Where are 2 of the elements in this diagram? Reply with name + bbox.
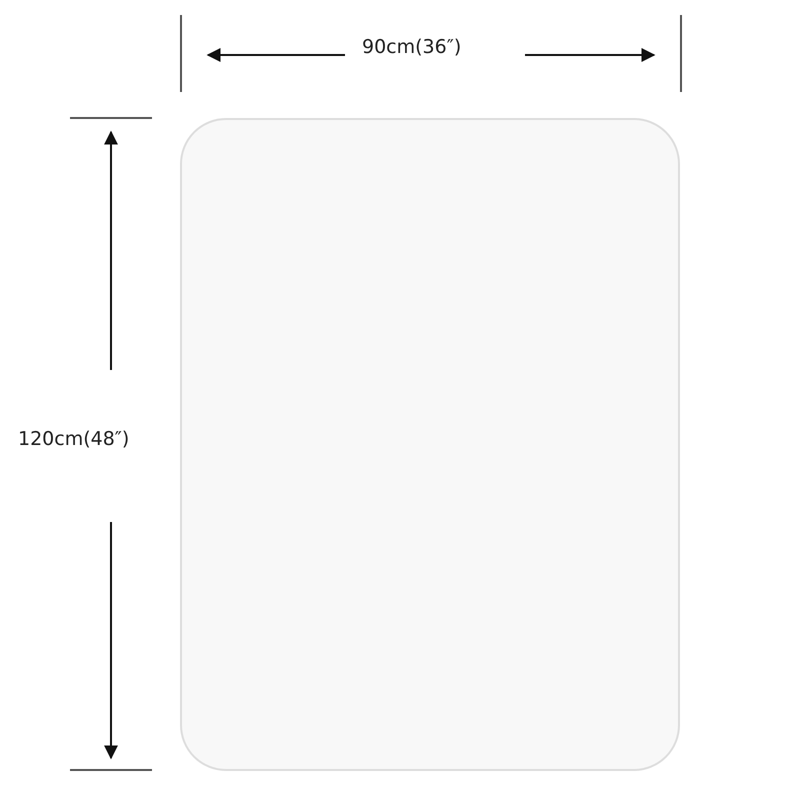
dimension-label: 90cm(36″) <box>362 36 462 58</box>
dimension-label: 120cm(48″) <box>18 428 130 450</box>
